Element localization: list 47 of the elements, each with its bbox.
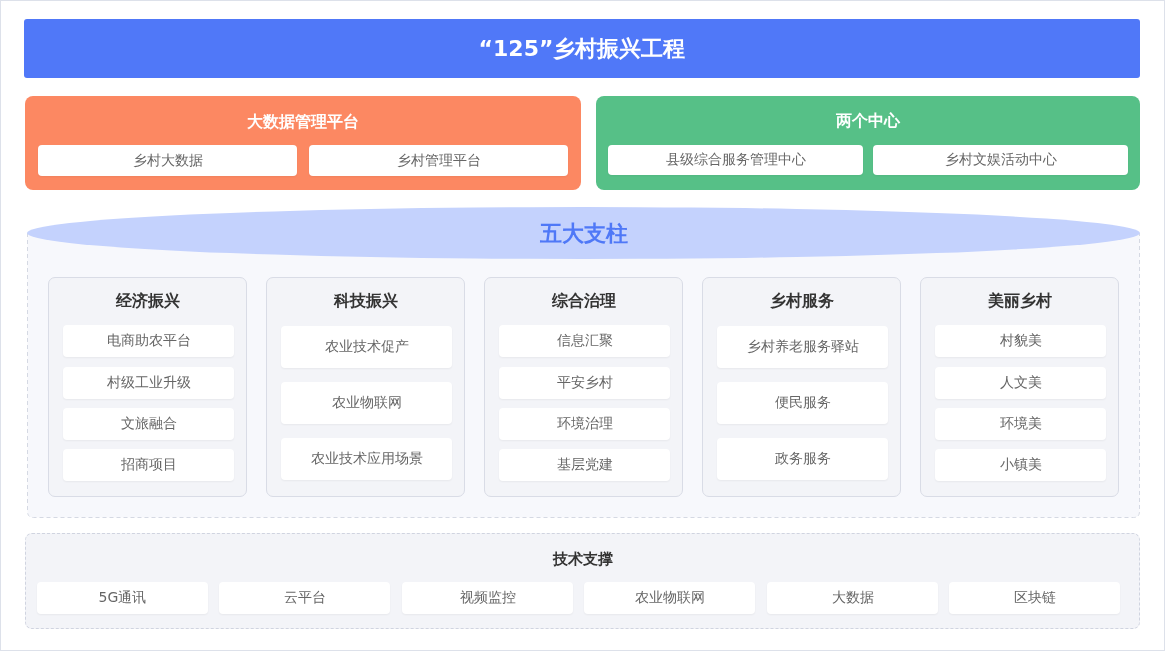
title-banner: “125”乡村振兴工程: [24, 19, 1140, 78]
pillar-section: [27, 207, 1140, 518]
item-box: 乡村文娱活动中心: [873, 145, 1128, 175]
item-box: 环境治理: [499, 408, 670, 440]
pillar-heading: 经济振兴: [115, 291, 180, 311]
item-box: 政务服务: [717, 438, 888, 480]
pillar-card: [920, 277, 1119, 497]
item-box: 平安乡村: [499, 367, 670, 399]
panel-heading: 大数据管理平台: [247, 112, 359, 132]
item-box: 招商项目: [63, 449, 234, 481]
item-box: 5G通讯: [37, 582, 208, 614]
item-box: 信息汇聚: [499, 325, 670, 357]
panel-heading: 两个中心: [836, 111, 900, 131]
item-box: 视频监控: [402, 582, 573, 614]
item-box: 便民服务: [717, 382, 888, 424]
item-box: 农业技术促产: [281, 326, 452, 368]
pillar-heading: 科技振兴: [333, 291, 398, 311]
item-box: 云平台: [219, 582, 390, 614]
category-panel: [596, 96, 1140, 190]
item-box: 小镇美: [935, 449, 1106, 481]
item-box: 文旅融合: [63, 408, 234, 440]
item-box: 基层党建: [499, 449, 670, 481]
item-box: 县级综合服务管理中心: [608, 145, 863, 175]
section-title: 五大支柱: [539, 220, 628, 248]
pillar-heading: 美丽乡村: [987, 291, 1052, 311]
item-box: 区块链: [949, 582, 1120, 614]
item-box: 乡村管理平台: [309, 145, 568, 176]
item-box: 乡村养老服务驿站: [717, 326, 888, 368]
section-heading: 技术支撑: [552, 550, 613, 568]
item-box: 大数据: [767, 582, 938, 614]
item-box: 电商助农平台: [63, 325, 234, 357]
item-box: 人文美: [935, 367, 1106, 399]
support-section: [25, 533, 1140, 629]
item-box: 村貌美: [935, 325, 1106, 357]
pillar-card: [702, 277, 901, 497]
pillar-card: [48, 277, 247, 497]
item-box: 农业物联网: [584, 582, 755, 614]
item-box: 农业物联网: [281, 382, 452, 424]
item-box: 村级工业升级: [63, 367, 234, 399]
pillar-heading: 乡村服务: [769, 291, 834, 311]
category-panel: [25, 96, 581, 190]
pillar-heading: 综合治理: [551, 291, 616, 311]
pillar-card: [484, 277, 683, 497]
item-box: 乡村大数据: [38, 145, 297, 176]
item-box: 环境美: [935, 408, 1106, 440]
pillar-card: [266, 277, 465, 497]
item-box: 农业技术应用场景: [281, 438, 452, 480]
